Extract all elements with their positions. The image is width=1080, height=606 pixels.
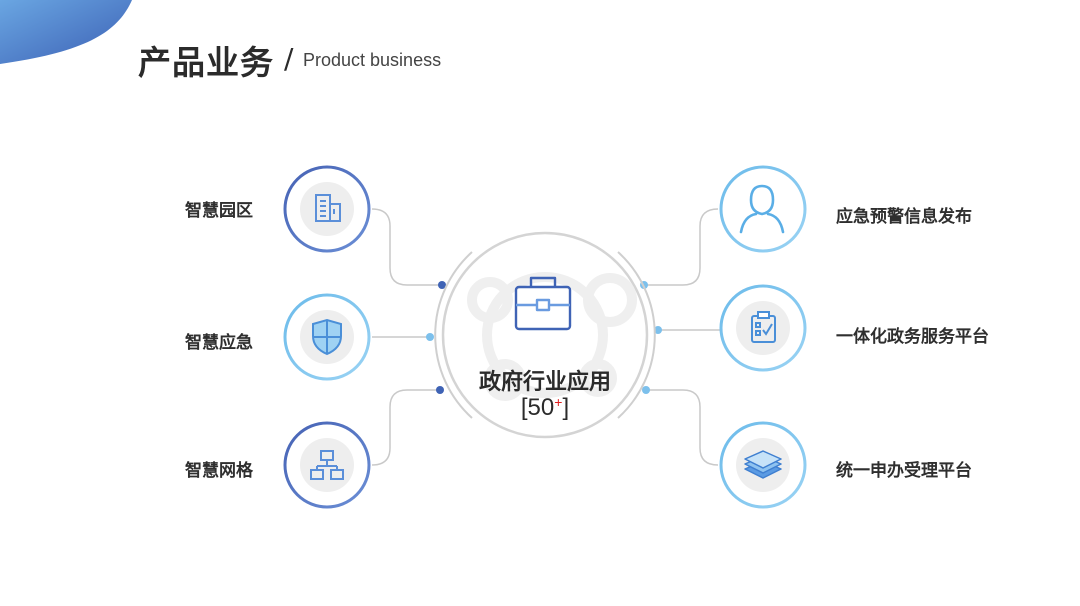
- sitemap-icon: [310, 450, 344, 480]
- connector-right-top: [644, 208, 719, 286]
- item-label-unified-application: 统一申办受理平台: [836, 461, 972, 481]
- layers-icon: [744, 450, 782, 479]
- user-icon: [739, 184, 785, 234]
- center-count-close: ]: [562, 394, 570, 421]
- title-separator: /: [284, 42, 294, 75]
- item-label-integrated-service: 一体化政务服务平台: [836, 327, 989, 347]
- page-subtitle: Product business: [303, 50, 442, 70]
- center-count-open: [50: [520, 394, 555, 421]
- connector-right-bottom: [646, 389, 719, 466]
- page-title: 产品业务: [138, 43, 274, 82]
- connector-dot: [642, 386, 650, 394]
- item-label-smart-park: 智慧园区: [185, 201, 253, 221]
- item-label-smart-emergency: 智慧应急: [185, 333, 253, 353]
- connector-left-top: [371, 208, 442, 286]
- connector-dot: [426, 333, 434, 341]
- center-outer-arc-left: [434, 251, 473, 419]
- shield-icon: [312, 318, 342, 356]
- corner-decoration: [0, 0, 132, 64]
- center-outer-arc-right: [617, 251, 656, 419]
- connector-left-bottom: [371, 389, 440, 466]
- center-title: 政府行业应用: [478, 370, 611, 395]
- connector-lines: [371, 208, 720, 466]
- center-count: [50+]: [447, 394, 643, 422]
- item-label-smart-grid: 智慧网格: [185, 461, 253, 481]
- connector-dot: [654, 326, 662, 334]
- ring-right-top: [719, 165, 807, 253]
- briefcase-icon: [514, 276, 572, 331]
- clipboard-check-icon: [751, 311, 776, 343]
- building-icon: [315, 194, 341, 222]
- connector-dot: [436, 386, 444, 394]
- connector-dot: [438, 281, 446, 289]
- center-count-plus: +: [554, 394, 563, 410]
- item-label-emergency-alert: 应急预警信息发布: [836, 207, 972, 227]
